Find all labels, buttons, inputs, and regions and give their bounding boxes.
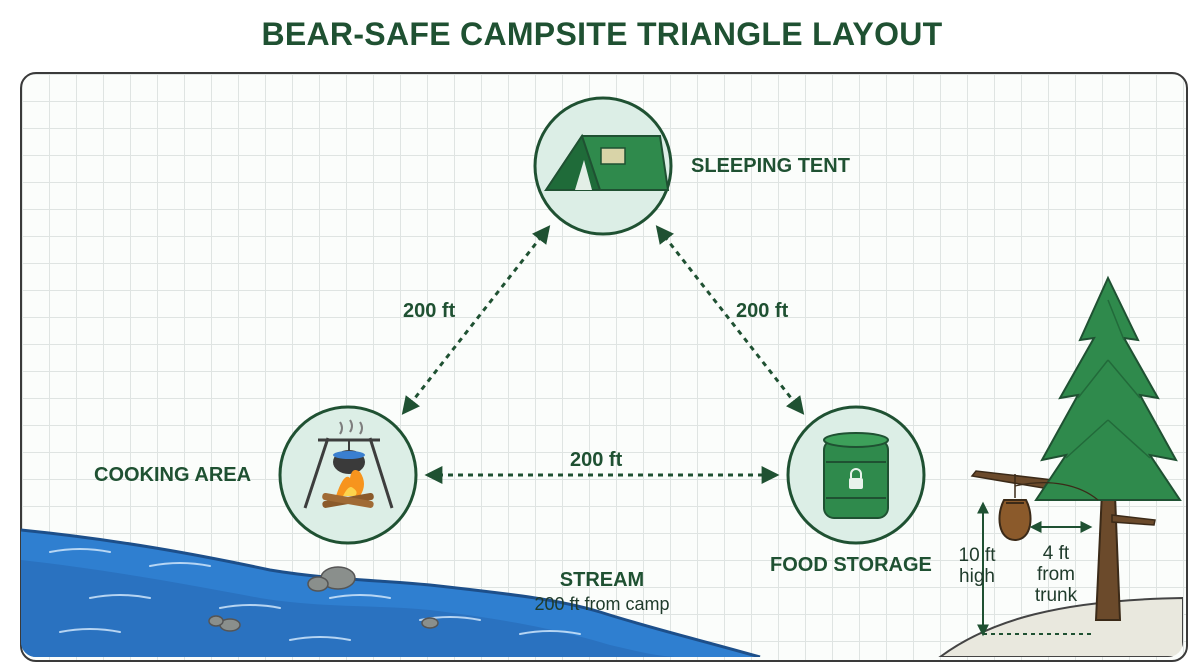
hang-distance-line3: trunk xyxy=(1034,585,1078,606)
cooking-label: COOKING AREA xyxy=(94,464,252,486)
food-bag xyxy=(998,474,1099,542)
arrow-tent-cooking xyxy=(401,225,551,415)
ground xyxy=(936,596,1183,657)
distance-arrows xyxy=(401,225,805,484)
stream-rocks xyxy=(208,566,439,632)
hang-distance-line2: from xyxy=(1037,564,1075,585)
tent-icon xyxy=(544,133,670,191)
tent-node xyxy=(533,96,673,236)
tent-label: SLEEPING TENT xyxy=(691,155,850,177)
tree xyxy=(970,275,1182,621)
hang-distance-label: 4 ft from trunk xyxy=(1022,543,1090,606)
arrow-tent-food xyxy=(655,225,805,415)
cooking-node xyxy=(278,405,418,545)
stream-note: 200 ft from camp xyxy=(534,594,670,614)
distance-tent-food: 200 ft xyxy=(736,300,789,322)
campfire-pot-icon xyxy=(303,419,394,509)
hang-height-unit: high xyxy=(959,566,995,587)
hang-height-label: 10 ft high xyxy=(945,545,1009,587)
stream-label: STREAM xyxy=(559,569,645,591)
distance-tent-cooking: 200 ft xyxy=(403,300,456,322)
hang-height-value: 10 ft xyxy=(958,545,996,566)
diagram-title: BEAR-SAFE CAMPSITE TRIANGLE LAYOUT xyxy=(261,16,943,52)
bear-canister-icon xyxy=(823,432,889,519)
food-node xyxy=(786,405,926,545)
hang-distance-value: 4 ft xyxy=(1042,543,1070,564)
food-label: FOOD STORAGE xyxy=(770,554,932,576)
hang-measurements xyxy=(977,501,1093,637)
distance-cooking-food: 200 ft xyxy=(570,449,623,471)
stream xyxy=(21,528,761,657)
stream-label-block: STREAM 200 ft from camp xyxy=(520,569,684,615)
